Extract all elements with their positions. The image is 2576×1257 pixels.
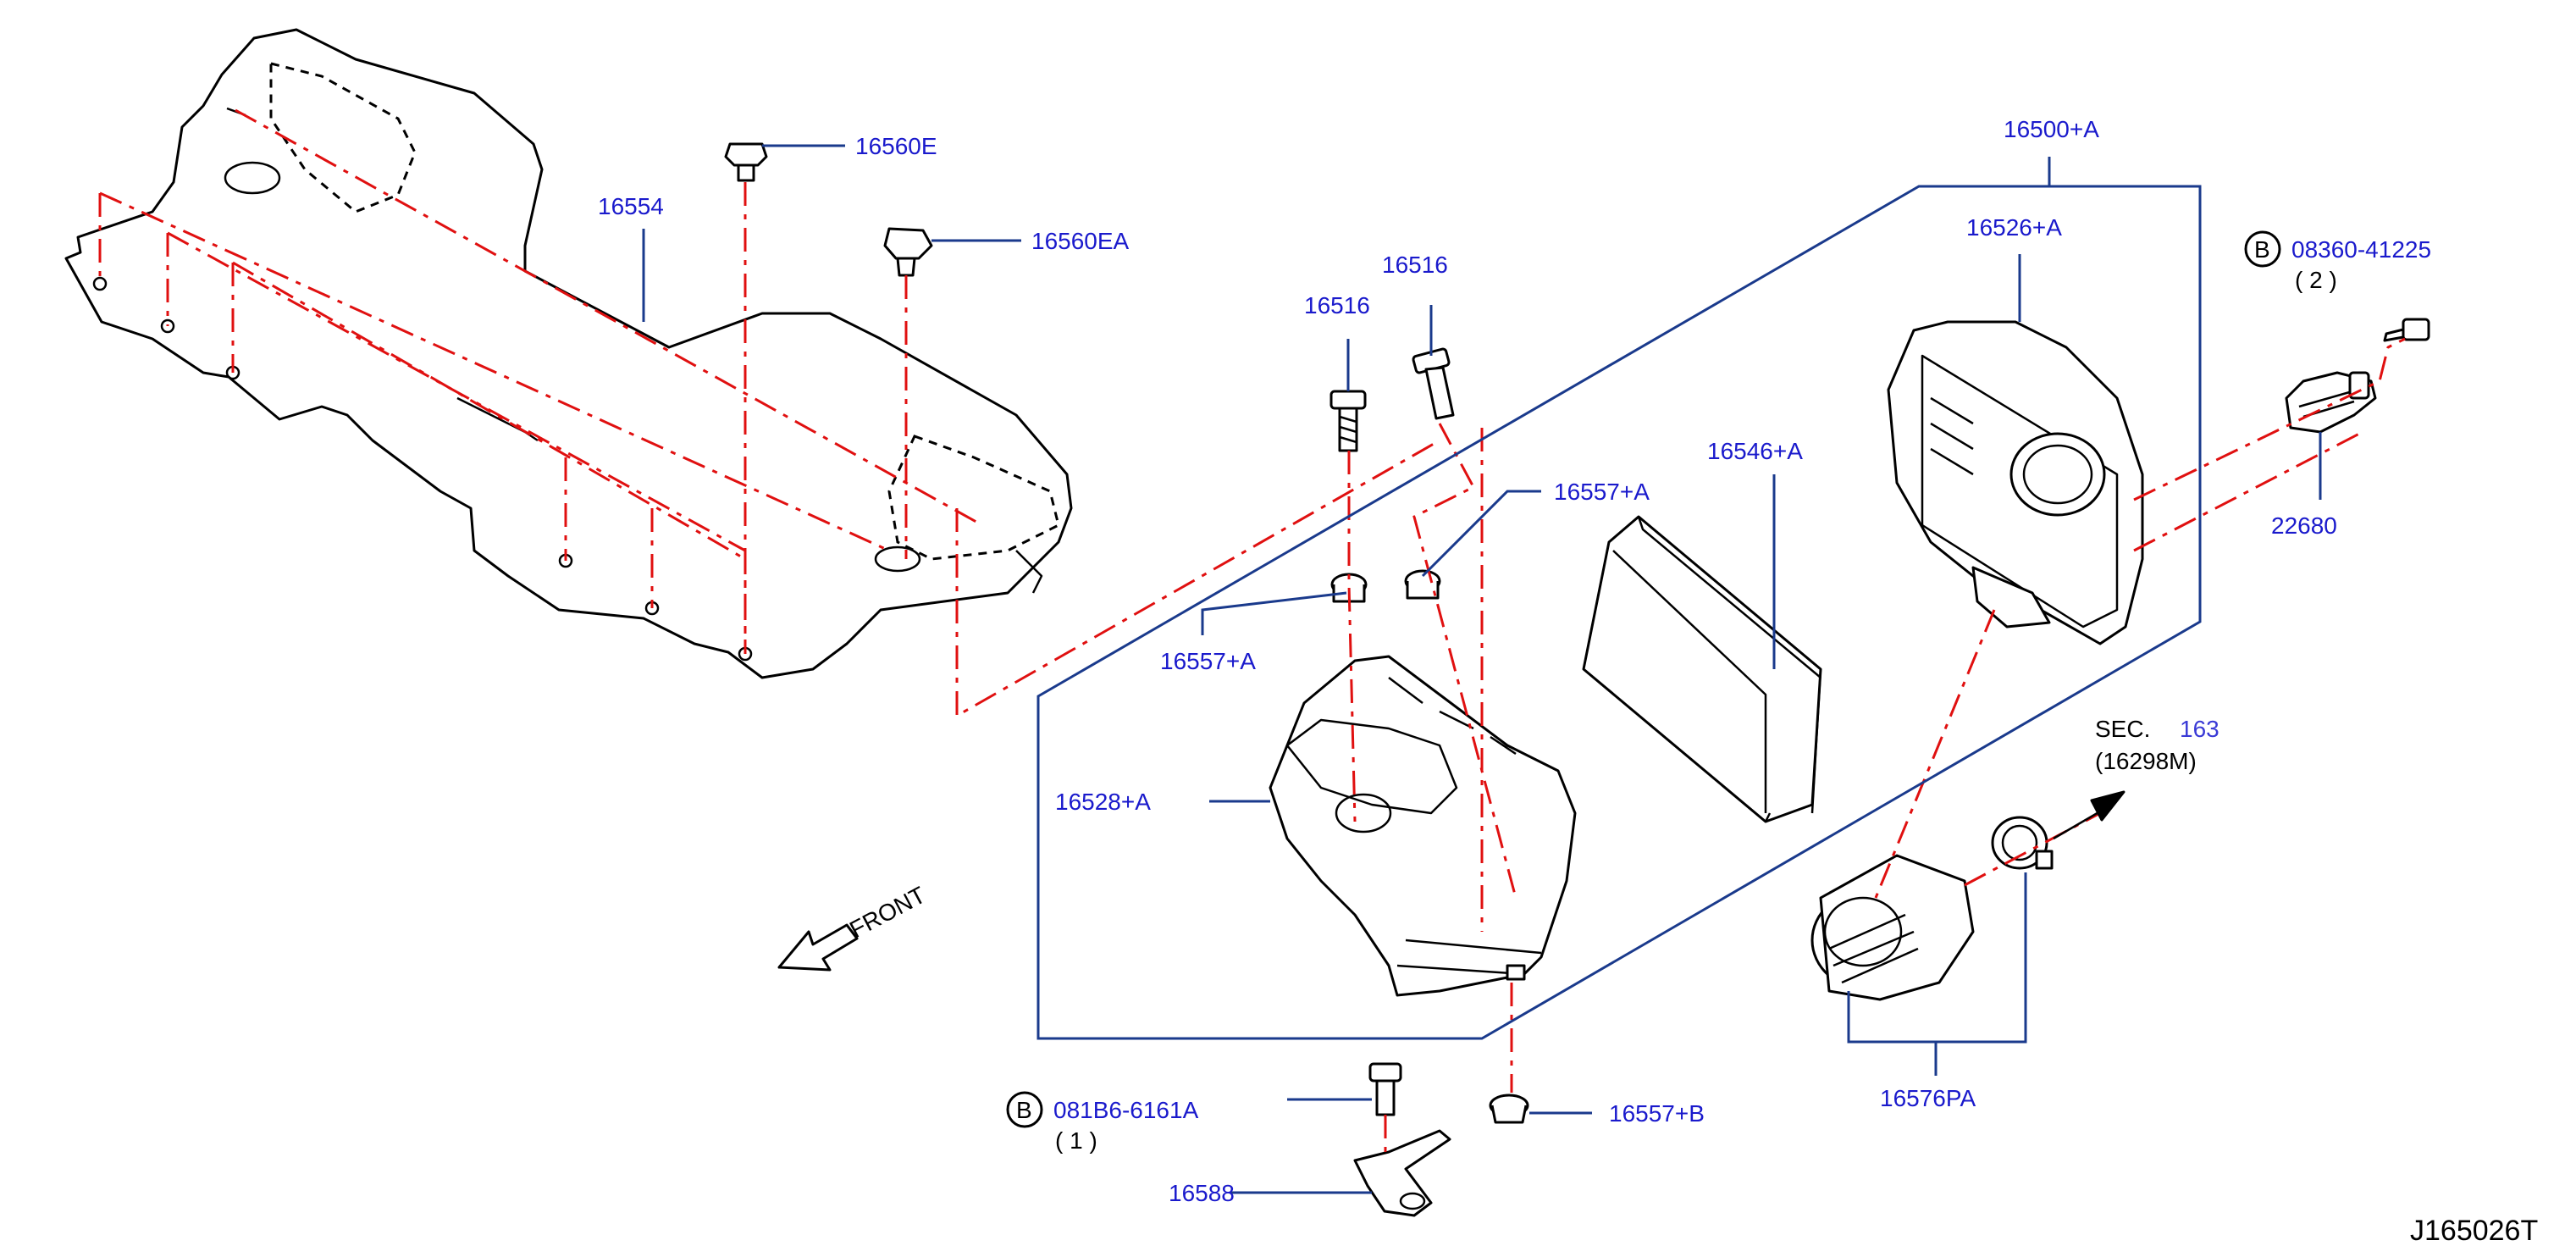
section-reference: SEC. 163 (16298M) <box>2095 716 2219 774</box>
front-arrow-icon <box>777 923 859 972</box>
callout-16560EA: 16560EA <box>1031 228 1130 254</box>
callout-16528A: 16528+A <box>1055 789 1151 815</box>
bolt-ref-2-qty: ( 1 ) <box>1055 1127 1097 1154</box>
air-duct <box>1810 816 2054 1001</box>
callout-16516-left: 16516 <box>1304 292 1370 318</box>
bolt-16516-left <box>1329 390 1367 452</box>
callout-16588: 16588 <box>1169 1180 1235 1206</box>
bolt-08360-41225 <box>2383 318 2430 342</box>
bolt-ref-1-qty: ( 2 ) <box>2295 267 2337 293</box>
callout-16557A-top: 16557+A <box>1554 479 1650 505</box>
callout-16576PA: 16576PA <box>1880 1085 1976 1111</box>
callout-22680: 22680 <box>2271 512 2337 539</box>
callout-16554: 16554 <box>598 193 664 219</box>
bolt-ref-1-part: 08360-41225 <box>2291 236 2431 263</box>
air-filter-element <box>1582 515 1822 823</box>
bolt-081B6-6161A <box>1368 1062 1402 1116</box>
grommet-16557B <box>1489 1094 1529 1124</box>
callout-16516-right: 16516 <box>1382 252 1448 278</box>
callout-labels: 16554 16560E 16560EA 16516 16516 16557+A… <box>598 116 2337 1206</box>
callout-16557B: 16557+B <box>1609 1100 1705 1127</box>
callout-16560E: 16560E <box>855 133 937 159</box>
bolt-ref-1-symbol: B <box>2254 236 2270 263</box>
front-label: FRONT <box>845 882 930 944</box>
assembly-group-outline <box>1036 185 2202 1040</box>
section-arrow-icon <box>2053 790 2125 840</box>
callout-16500A: 16500+A <box>2004 116 2099 142</box>
bolt-ref-2-symbol: B <box>1016 1097 1032 1123</box>
section-prefix: SEC. <box>2095 716 2150 742</box>
section-number: 163 <box>2180 716 2219 742</box>
callout-16546A: 16546+A <box>1707 438 1803 464</box>
bracket-16588 <box>1353 1129 1451 1217</box>
leader-lines <box>642 144 2322 1194</box>
bolt-reference-1: B 08360-41225 ( 2 ) <box>2244 230 2431 293</box>
bolt-reference-2: B 081B6-6161A ( 1 ) <box>1006 1091 1199 1154</box>
air-cleaner-cover <box>1887 320 2144 645</box>
clip-16560E <box>724 142 768 182</box>
section-sub: (16298M) <box>2095 748 2197 774</box>
air-flow-sensor <box>2285 371 2377 434</box>
callout-16557A-left: 16557+A <box>1160 648 1256 674</box>
clip-16560EA <box>883 227 933 277</box>
air-cleaner-lower-case <box>1269 655 1577 997</box>
engine-under-cover <box>64 28 1073 679</box>
bolt-16516-right <box>1412 347 1455 420</box>
bolt-ref-2-part: 081B6-6161A <box>1053 1097 1199 1123</box>
drawing-code: J165026T <box>2410 1215 2538 1247</box>
callout-16526A: 16526+A <box>1966 214 2062 241</box>
